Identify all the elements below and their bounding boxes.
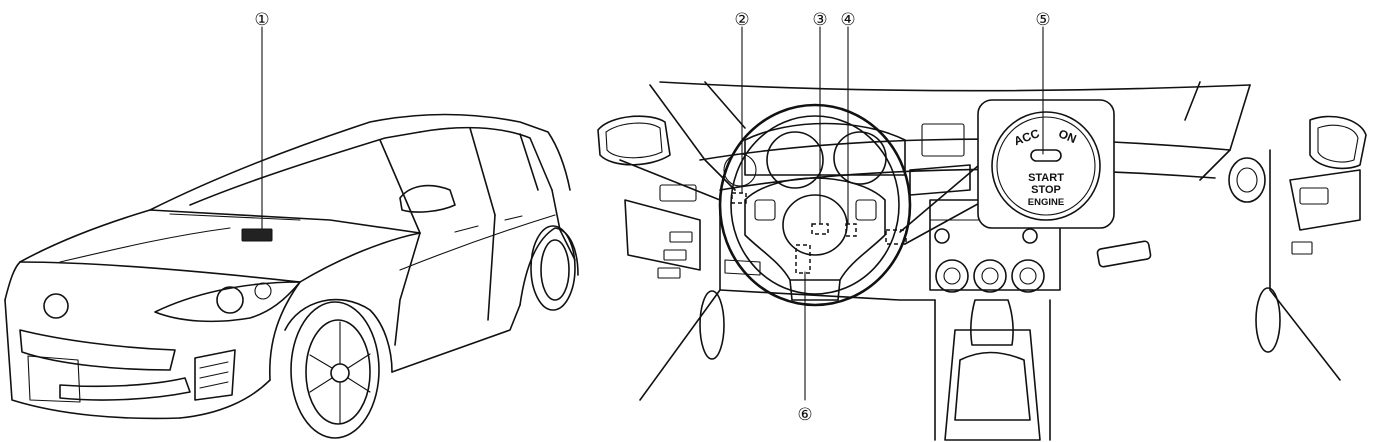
- callout-3: ③: [812, 10, 827, 30]
- callout-leaders: [261, 26, 1044, 401]
- hidden-component-6: [795, 244, 811, 274]
- push-button-location: [885, 229, 907, 245]
- callout-1: ①: [254, 10, 269, 30]
- on-label: ON: [1057, 126, 1079, 146]
- hidden-component-3: [811, 223, 829, 235]
- hidden-component-2: [731, 192, 747, 204]
- smart-key-unit-marker: [241, 228, 273, 242]
- stop-label: STOP: [1031, 184, 1061, 196]
- start-label: START: [1028, 172, 1064, 184]
- cabin-interior: ACC ON START STOP ENGINE: [597, 81, 1367, 441]
- steering-wheel: [718, 103, 912, 307]
- car-exterior: [4, 113, 579, 439]
- hidden-component-4: [845, 223, 857, 237]
- callout-labels: ① ② ③ ④ ⑤ ⑥: [254, 10, 1050, 425]
- callout-4: ④: [840, 10, 855, 30]
- callout-2: ②: [734, 10, 749, 30]
- callout-5: ⑤: [1035, 10, 1050, 30]
- callout-6: ⑥: [797, 405, 812, 425]
- engine-label: ENGINE: [1028, 197, 1064, 208]
- push-button-start-detail: ACC ON START STOP ENGINE: [977, 99, 1115, 229]
